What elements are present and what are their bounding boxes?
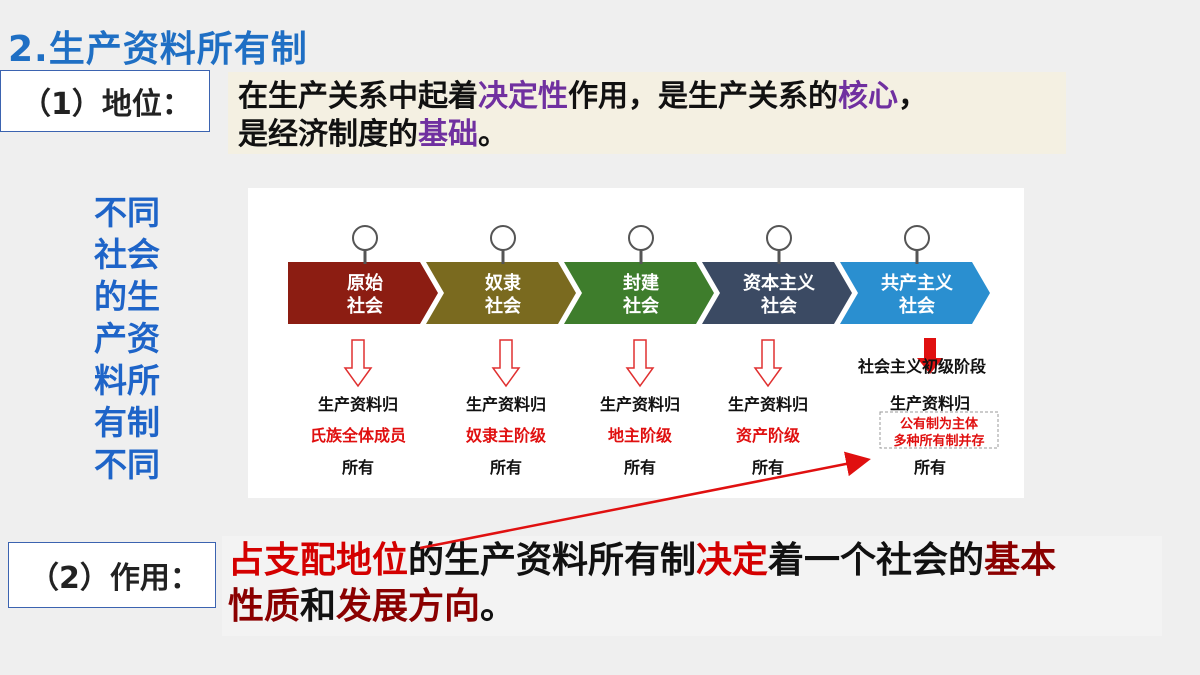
ownership-owner: 奴隶主阶级 — [465, 426, 547, 445]
stage-label: 封建 — [623, 272, 659, 294]
figure-head-icon — [352, 225, 378, 251]
stage-chevron — [702, 262, 852, 324]
figure-head-icon — [490, 225, 516, 251]
function-text-segment: 和 — [300, 586, 337, 627]
vertical-caption-line: 不同 — [94, 445, 160, 484]
ownership-owner: 氏族全体成员 — [310, 426, 406, 445]
ownership-suffix: 所有 — [490, 458, 522, 477]
society-stages-diagram: 原始社会生产资料归氏族全体成员所有奴隶社会生产资料归奴隶主阶级所有封建社会生产资… — [248, 188, 1024, 498]
vertical-caption-line: 产资 — [94, 319, 160, 358]
position-keyword-decisive: 决定性 — [478, 79, 568, 114]
stage-label: 原始 — [347, 272, 383, 294]
position-text-segment: 在生产关系中起着 — [238, 79, 478, 114]
function-text-segment: 。 — [480, 586, 517, 627]
function-text-segment: 着一个社会的 — [768, 540, 985, 581]
vertical-caption-line: 不同 — [94, 193, 160, 232]
ownership-owner: 地主阶级 — [608, 426, 673, 445]
vertical-caption-line: 料所 — [94, 361, 160, 400]
stage-chevron — [288, 262, 438, 324]
vertical-caption-line: 社会 — [94, 235, 160, 274]
function-keyword-dominant: 占支配地位 — [228, 540, 409, 581]
ownership-suffix: 所有 — [624, 458, 656, 477]
ownership-prefix: 生产资料归 — [466, 395, 546, 414]
position-text-segment: 是经济制度的 — [238, 117, 418, 152]
figure-head-icon — [628, 225, 654, 251]
down-arrow-icon — [917, 338, 943, 374]
position-label: （1）地位： — [0, 70, 210, 132]
ownership-suffix: 所有 — [914, 458, 946, 477]
position-text-segment: ， — [898, 79, 928, 114]
ownership-suffix: 所有 — [342, 458, 374, 477]
position-text-segment: 作用，是生产关系的 — [568, 79, 838, 114]
function-label: （2）作用： — [8, 542, 216, 608]
function-text-segment: 的生产资料所有制 — [408, 540, 697, 581]
stage-label: 社会 — [347, 295, 383, 317]
position-keyword-basis: 基础 — [418, 117, 478, 152]
stage-label: 社会 — [623, 295, 659, 317]
function-keyword-direction: 发展方向 — [336, 586, 481, 627]
figure-head-icon — [904, 225, 930, 251]
stage-label: 资本主义 — [743, 272, 815, 294]
function-keyword-basic: 基本 — [984, 540, 1057, 581]
page-title: 2.生产资料所有制 — [8, 29, 308, 70]
stage-chevron — [426, 262, 576, 324]
position-keyword-core: 核心 — [838, 79, 898, 114]
function-keyword-decides: 决定 — [696, 540, 769, 581]
down-arrow-icon — [343, 339, 373, 388]
socialism-note: 多种所有制并存 — [893, 433, 984, 449]
vertical-caption: 不同 社会 的生 产资 料所 有制 不同 — [92, 192, 162, 486]
stage-label: 社会 — [761, 295, 797, 317]
figure-head-icon — [766, 225, 792, 251]
stages-svg: 原始社会生产资料归氏族全体成员所有奴隶社会生产资料归奴隶主阶级所有封建社会生产资… — [288, 225, 999, 477]
stage-label: 奴隶 — [484, 272, 521, 294]
vertical-caption-line: 有制 — [94, 403, 160, 442]
socialism-note: 公有制为主体 — [900, 416, 979, 432]
ownership-prefix: 生产资料归 — [600, 395, 680, 414]
ownership-suffix: 所有 — [752, 458, 784, 477]
position-text-segment: 。 — [478, 117, 508, 152]
function-keyword-nature: 性质 — [228, 586, 301, 627]
stage-label: 社会 — [899, 295, 935, 317]
position-text: 在生产关系中起着决定性作用，是生产关系的核心， 是经济制度的基础。 — [228, 72, 1066, 154]
ownership-prefix: 生产资料归 — [318, 395, 398, 414]
stage-chevron — [840, 262, 990, 324]
vertical-caption-line: 的生 — [94, 277, 160, 316]
socialism-note-box — [879, 411, 999, 449]
stage-chevron — [564, 262, 714, 324]
stage-label: 共产主义 — [881, 272, 953, 294]
socialism-label: 社会主义初级阶段 — [857, 357, 987, 376]
down-arrow-icon — [753, 339, 783, 388]
down-arrow-icon — [625, 339, 655, 388]
down-arrow-icon — [491, 339, 521, 388]
stage-label: 社会 — [485, 295, 521, 317]
ownership-owner: 资产阶级 — [736, 426, 801, 445]
function-text: 占支配地位的生产资料所有制决定着一个社会的基本 性质和发展方向。 — [222, 536, 1162, 636]
ownership-prefix: 生产资料归 — [890, 394, 970, 413]
ownership-prefix: 生产资料归 — [728, 395, 808, 414]
